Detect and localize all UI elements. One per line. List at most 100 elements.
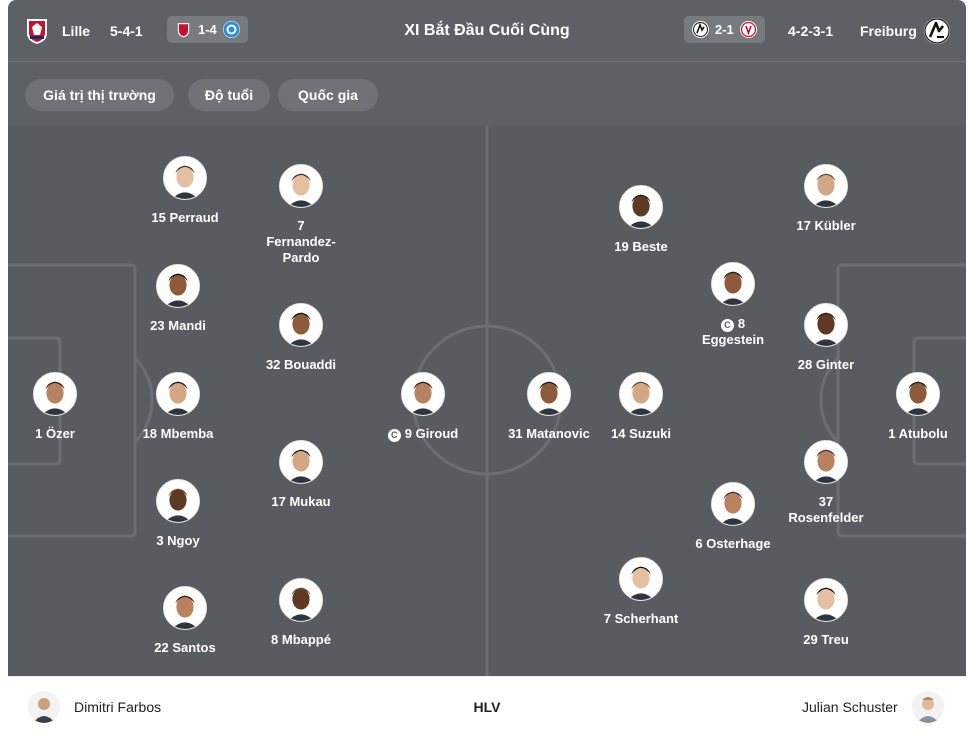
player-label: Osterhage xyxy=(706,536,771,551)
filter-nationality-button[interactable]: Quốc gia xyxy=(278,79,378,111)
player-label: Eggestein xyxy=(701,332,765,347)
player-number: 15 xyxy=(151,210,166,225)
home-player-7[interactable]: 32 Bouaddi xyxy=(236,303,366,373)
filter-bar: Giá trị thị trường Độ tuổi Quốc gia xyxy=(8,62,966,126)
player-number: 29 xyxy=(803,632,818,647)
player-label: Mandi xyxy=(168,318,206,333)
player-name: 6 Osterhage xyxy=(668,536,798,552)
player-avatar xyxy=(527,372,571,416)
player-label: Beste xyxy=(632,239,668,254)
home-formation: 5-4-1 xyxy=(110,23,143,39)
player-label: Özer xyxy=(45,426,75,441)
player-number: 32 xyxy=(265,357,281,372)
captain-icon: C xyxy=(720,318,734,332)
lille-mini-icon xyxy=(175,21,192,38)
away-player-9[interactable]: 29 Treu xyxy=(761,578,891,648)
player-avatar xyxy=(156,264,200,308)
home-player-3[interactable]: 18 Mbemba xyxy=(113,372,243,442)
player-name: 17 Kübler xyxy=(761,218,891,234)
player-number: 3 xyxy=(156,533,164,548)
filter-age-button[interactable]: Độ tuổi xyxy=(188,79,270,111)
home-player-4[interactable]: 3 Ngoy xyxy=(113,479,243,549)
player-number: 9 xyxy=(404,426,412,441)
away-player-6[interactable]: 17 Kübler xyxy=(761,164,891,234)
player-avatar xyxy=(804,303,848,347)
away-coach[interactable]: Julian Schuster xyxy=(802,677,944,737)
player-avatar xyxy=(401,372,445,416)
home-last-score: 1-4 xyxy=(198,22,217,37)
away-coach-avatar xyxy=(911,691,944,723)
away-team-logo[interactable] xyxy=(924,0,950,62)
player-avatar xyxy=(163,586,207,630)
player-avatar xyxy=(804,578,848,622)
coaches-bar: Dimitri Farbos HLV Julian Schuster xyxy=(8,676,966,736)
strasbourg-mini-icon xyxy=(222,21,240,38)
koln-mini-icon xyxy=(739,21,757,38)
away-player-0[interactable]: 31 Matanovic xyxy=(484,372,614,442)
player-name: 28 Ginter xyxy=(761,357,891,373)
player-label: Mbappé xyxy=(281,632,331,647)
player-number: 8 xyxy=(271,632,279,647)
away-team-name[interactable]: Freiburg xyxy=(860,23,917,39)
away-player-4[interactable]: 7 Scherhant xyxy=(576,557,706,627)
player-name: 31 Matanovic xyxy=(484,426,614,442)
away-formation: 4-2-3-1 xyxy=(788,23,834,39)
home-player-1[interactable]: 15 Perraud xyxy=(120,156,250,226)
player-avatar xyxy=(619,557,663,601)
home-player-5[interactable]: 22 Santos xyxy=(120,586,250,656)
home-team-name[interactable]: Lille xyxy=(62,23,91,39)
player-label: Mbemba xyxy=(160,426,214,441)
freiburg-logo-icon xyxy=(924,18,950,44)
home-player-2[interactable]: 23 Mandi xyxy=(113,264,243,334)
player-name: 1 Özer xyxy=(8,426,120,442)
player-number: 1 xyxy=(35,426,43,441)
player-label: Giroud xyxy=(415,426,459,441)
player-number: 17 xyxy=(796,218,811,233)
lineup-header: Lille 5-4-1 1-4 XI Bắt Đầu Cuối Cùng xyxy=(8,0,966,62)
away-player-2[interactable]: 19 Beste xyxy=(576,185,706,255)
player-name: 19 Beste xyxy=(576,239,706,255)
player-label: Treu xyxy=(821,632,849,647)
player-label: Scherhant xyxy=(614,611,679,626)
player-name: 15 Perraud xyxy=(120,210,250,226)
away-last-result[interactable]: 2-1 xyxy=(684,16,765,43)
home-team-logo[interactable] xyxy=(24,0,50,62)
home-player-8[interactable]: 17 Mukau xyxy=(236,440,366,510)
away-player-7[interactable]: 28 Ginter xyxy=(761,303,891,373)
freiburg-mini-icon xyxy=(692,21,709,38)
player-number: 23 xyxy=(150,318,165,333)
player-number: 6 xyxy=(695,536,703,551)
filter-market-value-button[interactable]: Giá trị thị trường xyxy=(25,79,174,111)
away-player-1[interactable]: 14 Suzuki xyxy=(576,372,706,442)
away-player-3[interactable]: 6 Osterhage xyxy=(668,482,798,552)
player-label: Mukau xyxy=(289,494,331,509)
player-number: 1 xyxy=(888,426,896,441)
player-label: Matanovic xyxy=(526,426,590,441)
player-name: 17 Mukau xyxy=(236,494,366,510)
pitch-lines xyxy=(8,126,966,676)
player-name: 23 Mandi xyxy=(113,318,243,334)
player-label: Bouaddi xyxy=(284,357,337,372)
player-number: 7 xyxy=(603,611,612,626)
home-last-result[interactable]: 1-4 xyxy=(167,16,248,43)
player-name: 22 Santos xyxy=(120,640,250,656)
player-label: Perraud xyxy=(169,210,219,225)
player-avatar xyxy=(804,164,848,208)
player-avatar xyxy=(279,440,323,484)
player-label: Ngoy xyxy=(167,533,200,548)
player-label: Kübler xyxy=(814,218,856,233)
away-player-10[interactable]: 1 Atubolu xyxy=(853,372,966,442)
player-avatar xyxy=(163,156,207,200)
home-player-9[interactable]: 8 Mbappé xyxy=(236,578,366,648)
home-coach[interactable]: Dimitri Farbos xyxy=(28,677,161,737)
home-player-0[interactable]: 1 Özer xyxy=(8,372,120,442)
header-divider xyxy=(8,61,966,62)
